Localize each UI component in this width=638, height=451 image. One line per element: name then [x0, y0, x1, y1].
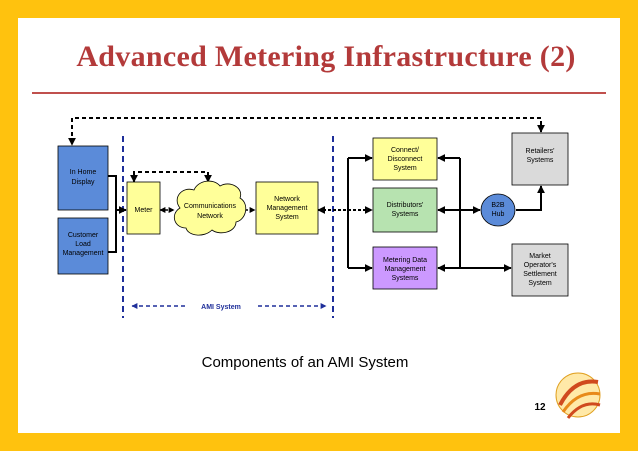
connect-line-3: System: [393, 165, 417, 172]
in-home-display-line-2: Display: [72, 179, 95, 186]
title-rule: [32, 92, 606, 94]
connector-b2b-to-retailers: [516, 185, 545, 211]
market-line-4: System: [528, 280, 552, 287]
ami-system-label: AMI System: [201, 304, 241, 311]
svg-text:Retailers'Systems: Retailers' Systems: [526, 148, 555, 164]
comms-line-2: Network: [197, 213, 223, 220]
connector-home-bracket: [108, 175, 117, 253]
node-distributors-systems: [372, 187, 438, 233]
node-communications-network: [173, 180, 247, 236]
node-market-operators-settlement-system: [511, 243, 569, 297]
node-b2b-hub: [480, 193, 516, 227]
in-home-display-line-1: In Home: [70, 169, 97, 176]
corner-logo: [555, 372, 601, 419]
retailers-line-2: Systems: [527, 157, 554, 164]
connect-line-1: Connect/: [391, 147, 419, 154]
node-retailers-systems: [511, 132, 569, 186]
node-meter: [126, 181, 161, 235]
connector-meter-to-comms-loop: [130, 171, 212, 183]
distributors-line-1: Distributors': [387, 202, 424, 209]
connect-line-2: Disconnect: [388, 156, 423, 163]
comms-line-1: Communications: [184, 203, 237, 210]
nms-line-1: Network: [274, 196, 300, 203]
page-number: 12: [534, 402, 546, 413]
connector-retailers-to-home: [68, 117, 545, 146]
node-connect-disconnect-system: [372, 137, 438, 181]
mdm-line-2: Management: [385, 266, 426, 273]
nms-line-2: Management: [267, 205, 308, 212]
market-line-1: Market: [529, 253, 550, 260]
distributors-line-2: Systems: [392, 211, 419, 218]
customer-load-line-3: Management: [63, 250, 104, 257]
mdm-line-1: Metering Data: [383, 257, 427, 264]
nms-line-3: System: [275, 214, 299, 221]
node-network-management-system: [255, 181, 319, 235]
node-metering-data-management-systems: [372, 246, 438, 290]
meter-label: Meter: [135, 207, 154, 214]
diagram-caption: Components of an AMI System: [201, 354, 409, 371]
customer-load-line-1: Customer: [68, 232, 99, 239]
market-line-3: Settlement: [523, 271, 557, 278]
retailers-line-1: Retailers': [526, 148, 555, 155]
svg-text:Distributors'Systems: Distributors' Systems: [387, 202, 424, 218]
customer-load-line-2: Load: [75, 241, 91, 248]
market-line-2: Operator's: [524, 262, 557, 269]
mdm-line-3: Systems: [392, 275, 419, 282]
b2b-line-1: B2B: [491, 202, 505, 209]
slide-title: Advanced Metering Infrastructure (2): [76, 40, 576, 73]
node-in-home-display: [57, 145, 109, 211]
b2b-line-2: Hub: [492, 211, 505, 218]
node-customer-load-management: [57, 217, 109, 275]
